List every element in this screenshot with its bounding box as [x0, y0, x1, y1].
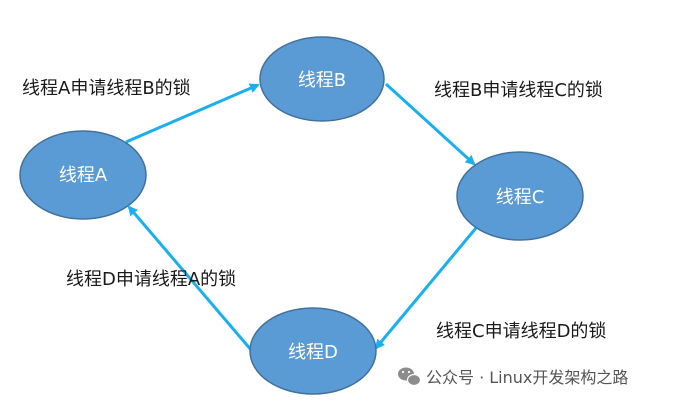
wechat-icon — [398, 367, 422, 387]
node-a — [19, 130, 147, 220]
edge-label-b-to-c: 线程B申请线程C的锁 — [434, 80, 603, 101]
node-d-label: 线程D — [288, 342, 338, 363]
edge-label-a-to-b: 线程A申请线程B的锁 — [22, 78, 191, 99]
node-b-label: 线程B — [298, 70, 346, 91]
edge-label-d-to-a: 线程D申请线程A的锁 — [66, 269, 236, 290]
arrow-c-to-d — [374, 227, 478, 350]
arrow-b-to-c — [384, 82, 476, 166]
node-a-label: 线程A — [59, 165, 108, 186]
watermark: 公众号 · Linux开发架构之路 — [398, 367, 628, 387]
arrow-a-to-b — [125, 83, 260, 144]
node-c — [456, 151, 584, 241]
arrow-d-to-a — [127, 205, 254, 352]
node-d — [249, 307, 377, 395]
node-b — [259, 36, 385, 122]
watermark-text: 公众号 · Linux开发架构之路 — [426, 368, 628, 387]
edge-label-c-to-d: 线程C申请线程D的锁 — [436, 321, 606, 342]
node-c-label: 线程C — [496, 187, 545, 208]
